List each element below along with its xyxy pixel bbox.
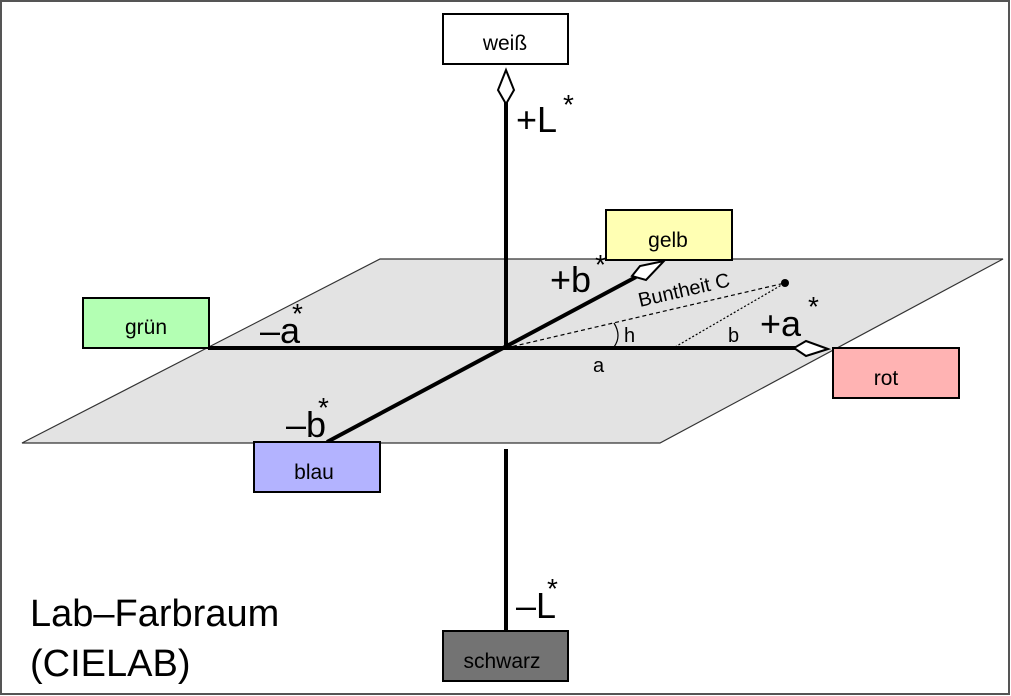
plus-L-arrowhead <box>496 67 516 107</box>
diagram-title-line1: Lab–Farbraum <box>30 593 279 635</box>
ab-plane <box>21 258 1004 444</box>
green-box: grün <box>82 297 210 349</box>
white-box-label: weiß <box>482 32 527 55</box>
plus-L-label: +L <box>516 99 557 140</box>
green-box-label: grün <box>125 316 167 339</box>
black-box: schwarz <box>442 630 569 682</box>
blue-box-label: blau <box>294 461 334 484</box>
plus-a-arrowhead <box>792 339 832 358</box>
yellow-box: gelb <box>605 209 733 261</box>
red-box-label: rot <box>874 367 899 390</box>
plus-a-star: * <box>808 291 819 322</box>
chroma-line <box>505 282 786 349</box>
black-box-label: schwarz <box>463 650 540 673</box>
hue-angle-arc <box>613 322 619 348</box>
black-box-rect <box>442 630 569 682</box>
blue-box-rect <box>253 441 381 493</box>
minus-a-label: –a <box>260 310 301 351</box>
plus-b-arrowhead <box>630 259 667 282</box>
red-box-rect <box>832 347 960 399</box>
plus-a-label: +a <box>760 303 802 344</box>
a-component-label: a <box>593 355 605 377</box>
color-point <box>781 279 789 287</box>
minus-L-star: * <box>547 573 558 604</box>
hue-label: h <box>624 325 635 347</box>
plus-b-label: +b <box>550 259 591 300</box>
green-box-rect <box>82 297 210 349</box>
yellow-box-label: gelb <box>648 229 688 252</box>
red-box: rot <box>832 347 960 399</box>
minus-L-label: –L <box>516 585 556 626</box>
diagram-title-line2: (CIELAB) <box>30 643 190 685</box>
blue-box: blau <box>253 441 381 493</box>
white-box-rect <box>442 13 569 65</box>
b-axis <box>326 275 637 444</box>
yellow-box-rect <box>605 209 733 261</box>
minus-b-star: * <box>318 392 329 423</box>
minus-b-label: –b <box>286 404 326 445</box>
plus-b-star: * <box>595 249 606 280</box>
b-component-label: b <box>728 325 739 347</box>
plus-L-star: * <box>563 89 574 120</box>
b-component-line <box>674 282 786 348</box>
minus-a-star: * <box>292 298 303 329</box>
white-box: weiß <box>442 13 569 65</box>
